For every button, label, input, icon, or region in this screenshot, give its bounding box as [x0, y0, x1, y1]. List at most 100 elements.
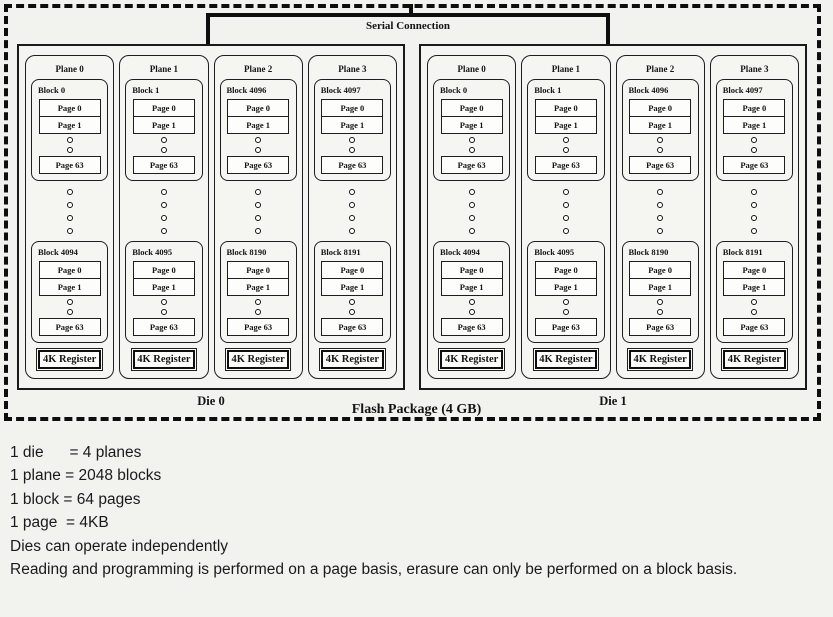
page-row: Page 63: [227, 318, 290, 336]
block-ellipsis-dots: [220, 181, 297, 241]
block-top: Block 4096 Page 0 Page 1 Page 63: [621, 79, 699, 181]
note-line: 1 plane = 2048 blocks: [10, 467, 162, 485]
page-row: Page 63: [132, 318, 195, 336]
page-ellipsis-dots: [441, 296, 503, 318]
page-row: Page 0: [321, 261, 384, 279]
block-label: Block 4096: [628, 85, 669, 95]
register-box: 4K Register: [224, 348, 292, 371]
page-row: Page 0: [440, 261, 503, 279]
page-ellipsis-dots: [39, 134, 101, 156]
page-ellipsis-dots: [133, 296, 195, 318]
block-label: Block 4097: [320, 85, 361, 95]
page-ellipsis-dots: [133, 134, 195, 156]
page-ellipsis-dots: [227, 134, 289, 156]
page-row: Page 63: [723, 318, 786, 336]
page-ellipsis-dots: [629, 296, 691, 318]
die0-plane-1: Plane 1 Block 1 Page 0 Page 1 Page 63 Bl…: [119, 55, 209, 379]
page-row: Page 1: [723, 117, 786, 134]
note-line: Reading and programming is performed on …: [10, 561, 738, 579]
page-row: Page 63: [534, 156, 597, 174]
die-1-caption: Die 1: [599, 394, 627, 408]
block-top: Block 4097 Page 0 Page 1 Page 63: [715, 79, 793, 181]
page-row: Page 1: [321, 117, 384, 134]
register-label: 4K Register: [38, 350, 101, 369]
block-bottom: Block 4095 Page 0 Page 1 Page 63: [125, 241, 203, 343]
plane-label: Plane 2: [244, 64, 273, 74]
page-row: Page 63: [227, 156, 290, 174]
register-label: 4K Register: [534, 350, 598, 369]
block-label: Block 0: [38, 85, 66, 95]
page-ellipsis-dots: [535, 296, 597, 318]
block-label: Block 4094: [440, 247, 480, 257]
die1-plane-1: Plane 1 Block 1 Page 0 Page 1 Page 63 Bl…: [521, 55, 611, 379]
block-top: Block 0 Page 0 Page 1 Page 63: [31, 79, 109, 181]
note-line: 1 die = 4 planes: [10, 444, 142, 461]
block-ellipsis-dots: [527, 181, 604, 241]
serial-connection-line-right-drop: [606, 13, 610, 45]
die-0-box: Plane 0 Block 0 Page 0 Page 1 Page 63 Bl…: [17, 44, 405, 390]
page-row: Page 0: [321, 99, 384, 117]
page-row: Page 63: [534, 318, 597, 336]
page-ellipsis-dots: [227, 296, 289, 318]
page-row: Page 1: [440, 117, 503, 134]
register-label: 4K Register: [321, 350, 384, 369]
page-row: Page 63: [440, 156, 503, 174]
register-box: 4K Register: [721, 348, 788, 371]
block-label: Block 4095: [534, 247, 575, 257]
block-label: Block 0: [440, 85, 468, 95]
serial-connection-label: Serial Connection: [365, 20, 451, 32]
page-row: Page 1: [534, 279, 597, 296]
page-ellipsis-dots: [723, 296, 785, 318]
block-ellipsis-dots: [314, 181, 391, 241]
page-row: Page 63: [629, 318, 692, 336]
page-row: Page 0: [227, 99, 290, 117]
block-label: Block 4095: [132, 247, 173, 257]
register-label: 4K Register: [628, 350, 692, 369]
page-row: Page 63: [321, 156, 384, 174]
die1-plane-3: Plane 3 Block 4097 Page 0 Page 1 Page 63…: [709, 55, 799, 379]
page-row: Page 0: [629, 99, 692, 117]
page-ellipsis-dots: [321, 134, 383, 156]
block-ellipsis-dots: [622, 181, 699, 241]
block-ellipsis-dots: [433, 181, 510, 241]
page-row: Page 63: [38, 318, 101, 336]
page-row: Page 0: [440, 99, 503, 117]
register-box: 4K Register: [438, 348, 505, 371]
die1-plane-0: Plane 0 Block 0 Page 0 Page 1 Page 63 Bl…: [427, 55, 517, 379]
page-row: Page 1: [321, 279, 384, 296]
note-line: 1 page = 4KB: [10, 514, 109, 532]
plane-label: Plane 2: [646, 64, 675, 74]
plane-label: Plane 1: [149, 64, 178, 74]
serial-connection-line-left-drop: [206, 13, 210, 45]
page-row: Page 0: [723, 99, 786, 117]
block-ellipsis-dots: [125, 181, 202, 241]
page-ellipsis-dots: [39, 296, 101, 318]
page-row: Page 63: [132, 156, 195, 174]
block-top: Block 0 Page 0 Page 1 Page 63: [433, 79, 511, 181]
page-ellipsis-dots: [723, 134, 785, 156]
register-label: 4K Register: [226, 350, 290, 369]
register-box: 4K Register: [130, 348, 198, 371]
page-row: Page 0: [534, 99, 597, 117]
block-top: Block 4097 Page 0 Page 1 Page 63: [313, 79, 391, 181]
page-row: Page 0: [227, 261, 290, 279]
page-row: Page 0: [534, 261, 597, 279]
block-bottom: Block 8190 Page 0 Page 1 Page 63: [621, 241, 699, 343]
block-label: Block 1: [132, 85, 160, 95]
page-row: Page 1: [440, 279, 503, 296]
die0-plane-2: Plane 2 Block 4096 Page 0 Page 1 Page 63…: [213, 55, 303, 379]
page-row: Page 1: [629, 117, 692, 134]
page-row: Page 1: [38, 117, 101, 134]
block-bottom: Block 4095 Page 0 Page 1 Page 63: [527, 241, 605, 343]
plane-label: Plane 3: [740, 64, 769, 74]
page-ellipsis-dots: [629, 134, 691, 156]
page-row: Page 1: [534, 117, 597, 134]
block-label: Block 4096: [226, 85, 267, 95]
page-row: Page 0: [38, 99, 101, 117]
block-ellipsis-dots: [31, 181, 108, 241]
block-label: Block 1: [534, 85, 562, 95]
page-row: Page 1: [132, 117, 195, 134]
block-label: Block 4094: [38, 247, 78, 257]
page-row: Page 63: [629, 156, 692, 174]
die1-plane-2: Plane 2 Block 4096 Page 0 Page 1 Page 63…: [615, 55, 705, 379]
